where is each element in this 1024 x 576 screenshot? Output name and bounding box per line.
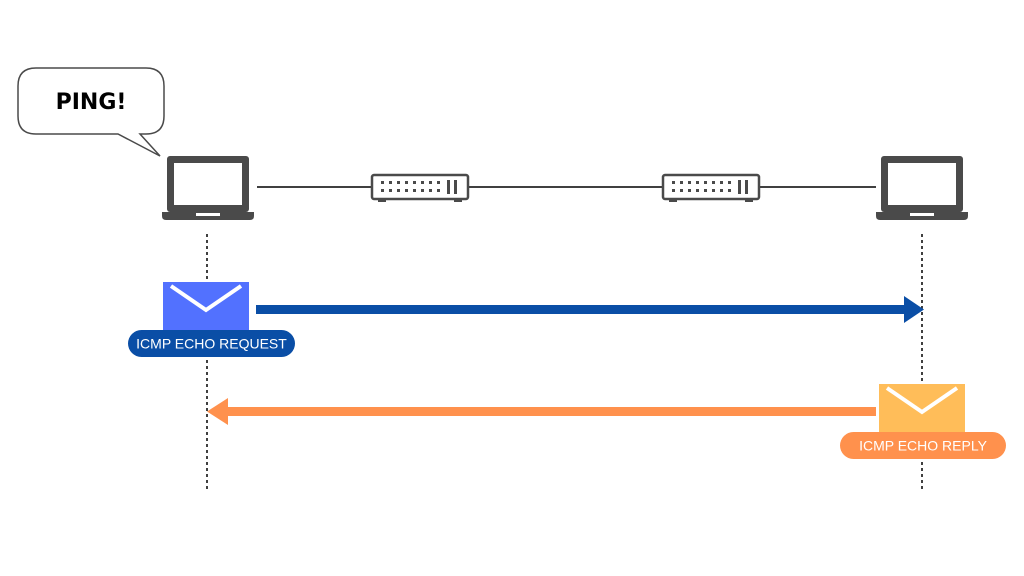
reply-label: ICMP ECHO REPLY: [859, 438, 988, 454]
envelope-icon: [163, 282, 249, 330]
envelope-icon: [879, 384, 965, 432]
reply-label-pill: ICMP ECHO REPLY: [840, 432, 1006, 459]
speech-bubble-text: PING!: [56, 90, 127, 115]
speech-bubble: PING!: [17, 67, 165, 157]
request-label-pill: ICMP ECHO REQUEST: [128, 330, 295, 357]
network-switch-icon: [661, 173, 761, 204]
laptop-icon: [162, 156, 254, 220]
request-arrow: [256, 296, 924, 323]
laptop-icon: [876, 156, 968, 220]
network-switch-icon: [370, 173, 470, 204]
request-label: ICMP ECHO REQUEST: [136, 336, 287, 352]
reply-arrow: [207, 398, 876, 425]
